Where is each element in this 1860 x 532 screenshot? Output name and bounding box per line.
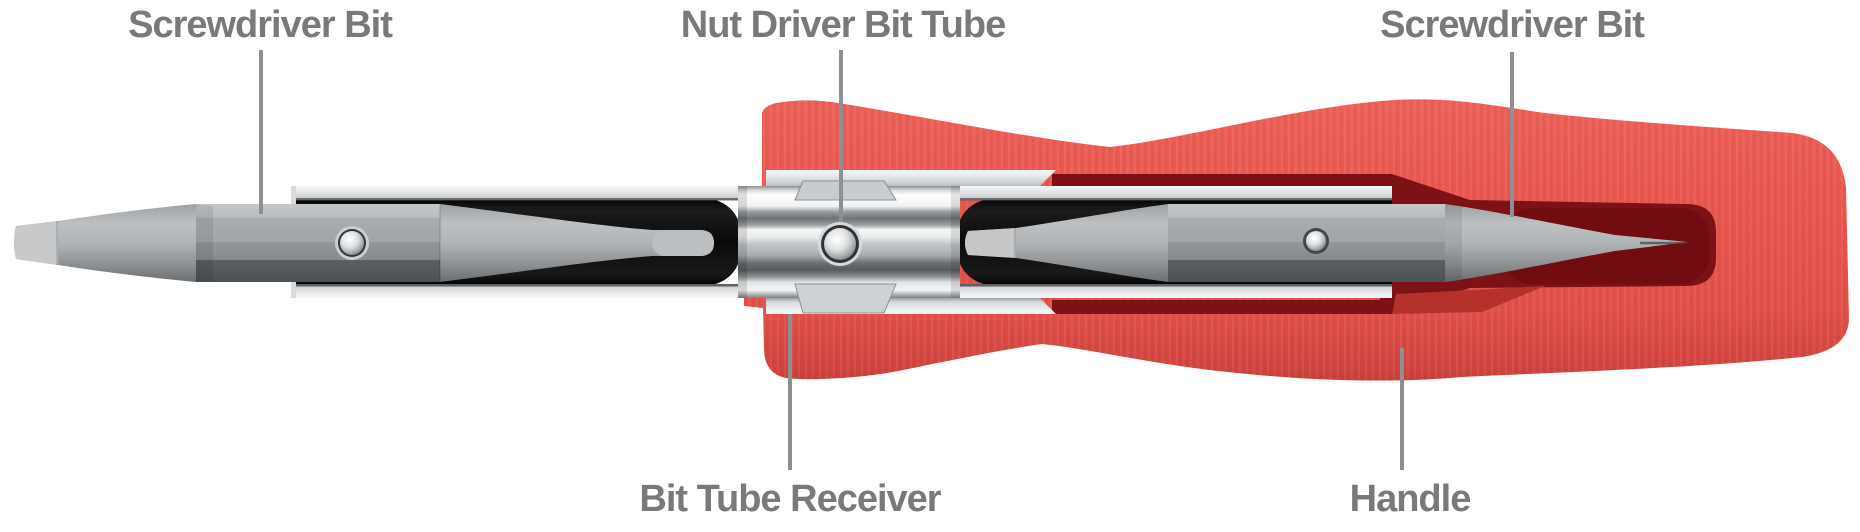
label-handle: Handle: [1349, 478, 1472, 520]
receiver-tab-top: [794, 180, 897, 201]
ball-detent-left: [335, 226, 369, 260]
label-screwdriver-bit-left: Screwdriver Bit: [128, 4, 393, 46]
label-bit-tube-receiver: Bit Tube Receiver: [639, 478, 941, 520]
bit-tube-receiver-tabs: [794, 180, 897, 314]
receiver-tab-bottom: [794, 283, 897, 314]
ball-detent-right: [1303, 228, 1329, 254]
label-nut-driver-bit-tube: Nut Driver Bit Tube: [680, 4, 1006, 46]
ball-detent-center: [818, 222, 862, 266]
label-screwdriver-bit-right: Screwdriver Bit: [1380, 4, 1645, 46]
